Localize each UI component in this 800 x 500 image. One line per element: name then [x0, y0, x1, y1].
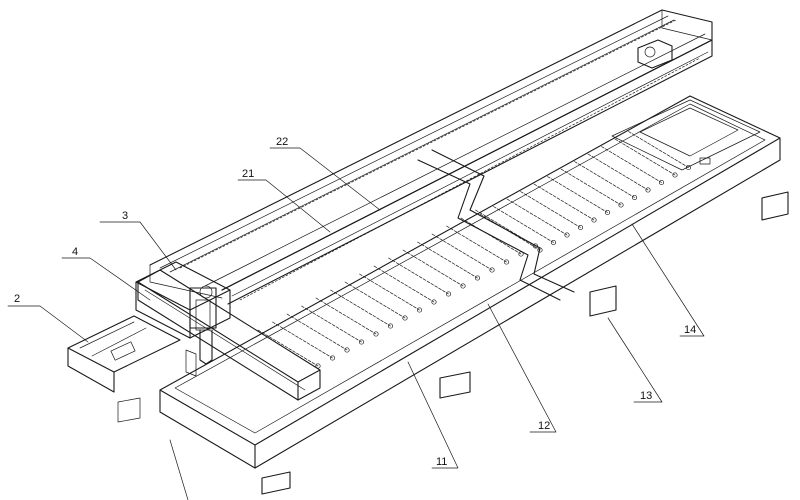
slat-bolt: [537, 247, 543, 253]
slat-bolt: [645, 187, 651, 193]
bed-frame: [159, 95, 781, 469]
callout-12: 12: [538, 420, 550, 432]
slat-bolt: [685, 164, 692, 171]
slat-bolt: [474, 275, 481, 281]
grid-slat: [601, 146, 662, 183]
callout-4: 4: [72, 246, 78, 258]
slat-bolt: [503, 259, 510, 265]
end-panel: [611, 99, 761, 171]
grid-slat: [272, 321, 333, 359]
slat-bolt: [564, 232, 570, 238]
grid-slat: [479, 213, 541, 251]
grid-slat: [475, 209, 536, 247]
rail-motor: [637, 39, 673, 69]
grid-slat: [330, 289, 391, 327]
grid-slat: [574, 161, 635, 198]
slat-bolt: [631, 194, 638, 201]
slat-bolt: [618, 202, 624, 208]
callout-13: 13: [640, 390, 652, 402]
loading-extension: [67, 315, 181, 393]
slat-bolt: [373, 331, 379, 337]
grid-slat: [301, 305, 362, 343]
grid-slat: [417, 241, 478, 279]
slat-bolt: [591, 217, 597, 223]
grid-slat: [614, 138, 676, 176]
callout-21: 21: [242, 168, 254, 180]
callout-22: 22: [276, 136, 288, 148]
slat-grid-right: [479, 131, 692, 253]
slat-bolt: [672, 172, 678, 178]
grid-slat: [344, 281, 406, 319]
grid-slat: [315, 297, 377, 335]
callout-2: 2: [14, 293, 20, 305]
rack-teeth-upper: [179, 19, 677, 269]
slat-bolt: [416, 307, 423, 313]
slat-bolt: [604, 209, 611, 216]
leader-lines: [7, 147, 705, 500]
grid-slat: [506, 198, 568, 236]
slat-bolt: [358, 339, 365, 345]
grid-slat: [560, 168, 622, 206]
grid-slat: [628, 131, 689, 168]
grid-slat: [493, 206, 554, 243]
grid-slat: [359, 273, 420, 311]
slat-bolt: [460, 283, 466, 289]
grid-slat: [388, 257, 449, 295]
slat-bolt: [658, 179, 665, 186]
slat-bolt: [329, 355, 336, 361]
rack-teeth-lower: [239, 57, 701, 301]
slat-bolt: [431, 299, 437, 305]
front-rail-beam: [221, 39, 713, 305]
slat-bolt: [344, 347, 350, 353]
slat-bolt: [445, 291, 452, 297]
slat-grid-left: [257, 209, 539, 369]
grid-slat: [547, 176, 608, 213]
slat-bolt: [518, 251, 524, 257]
slat-bolt: [532, 243, 539, 249]
grid-slat: [533, 183, 595, 221]
grid-slat: [286, 313, 348, 351]
slat-bolt: [402, 315, 408, 321]
callout-11: 11: [436, 456, 447, 468]
cutting-head-carriage: [135, 261, 231, 377]
slat-bolt: [489, 267, 495, 273]
callout-3: 3: [122, 210, 128, 222]
slat-bolt: [550, 239, 557, 246]
support-feet: [117, 191, 789, 495]
grid-slat: [587, 153, 649, 191]
callout-14: 14: [684, 324, 696, 336]
grid-slat: [446, 225, 507, 263]
slat-bolt: [577, 224, 584, 231]
grid-slat: [257, 329, 319, 367]
grid-slat: [460, 217, 522, 255]
grid-slat: [520, 191, 581, 228]
slat-bolt: [387, 323, 394, 329]
grid-slat: [431, 233, 493, 271]
rear-rail-beam: [149, 9, 713, 299]
grid-slat: [373, 265, 435, 303]
grid-slat: [402, 249, 464, 287]
